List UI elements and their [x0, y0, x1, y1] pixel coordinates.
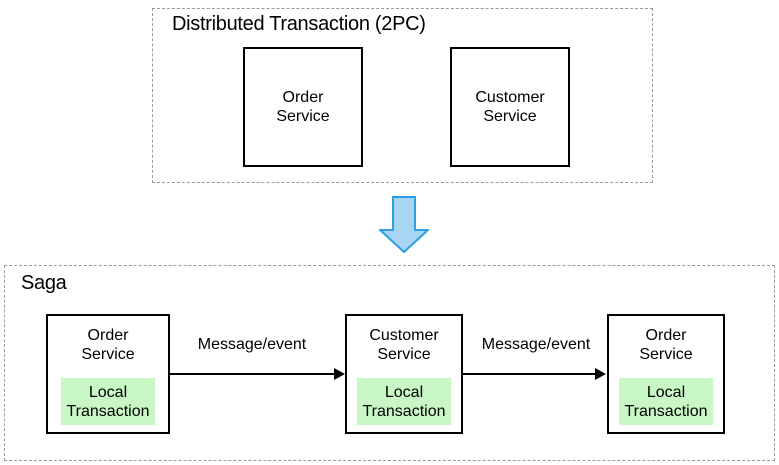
down-arrow-icon: [379, 196, 429, 253]
twopc-box-order-service: Order Service: [243, 47, 363, 167]
message-arrow-2-line: [463, 373, 596, 375]
message-arrow-2-arrowhead-icon: [595, 368, 606, 380]
local-transaction-box: Local Transaction: [357, 378, 451, 425]
service-label: Order Service: [276, 89, 330, 125]
twopc-group-border: [152, 8, 653, 183]
service-label: Customer Service: [369, 327, 439, 363]
saga-box-order-service-2: Order Service Local Transaction: [607, 314, 725, 434]
service-label: Customer Service: [475, 89, 545, 125]
message-arrow-1-arrowhead-icon: [334, 368, 345, 380]
saga-box-order-service-1: Order Service Local Transaction: [46, 314, 170, 434]
twopc-box-customer-service: Customer Service: [450, 47, 570, 167]
local-transaction-box: Local Transaction: [619, 378, 713, 425]
message-label-2: Message/event: [481, 336, 591, 353]
service-label: Order Service: [81, 327, 135, 363]
saga-group-border: [4, 265, 775, 461]
service-label: Order Service: [639, 327, 693, 363]
local-transaction-box: Local Transaction: [61, 378, 155, 425]
saga-title: Saga: [21, 272, 67, 294]
message-label-1: Message/event: [197, 336, 307, 353]
message-arrow-1-line: [170, 373, 335, 375]
twopc-title: Distributed Transaction (2PC): [172, 13, 426, 35]
saga-box-customer-service: Customer Service Local Transaction: [345, 314, 463, 434]
